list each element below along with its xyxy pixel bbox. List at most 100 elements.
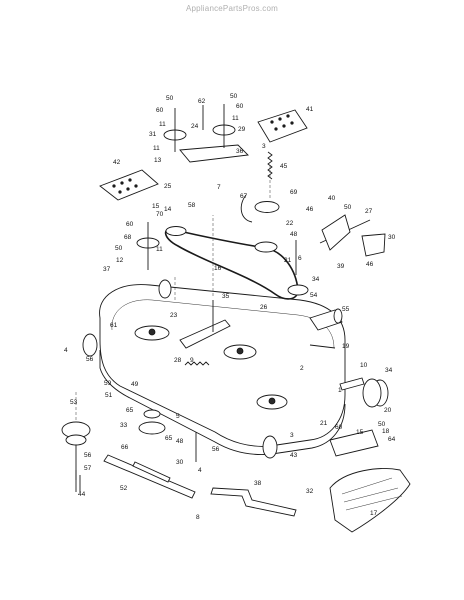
idler-arm-35 [179,319,231,349]
drive-belt [164,228,299,300]
mount-plate-15 [329,429,379,457]
callout: 56 [86,356,94,363]
callout: 26 [260,304,268,311]
discharge-chute-17 [329,468,411,533]
cover-41-holes [270,114,294,131]
callout: 39 [337,263,345,270]
callout: 56 [212,446,220,453]
callout-labels: 50 62 50 60 24 60 11 41 31 29 11 11 36 3… [64,93,396,521]
spindle-53-base [65,434,87,446]
deck-skirt-edge [111,299,335,349]
spindle-33 [138,421,166,435]
callout: 15 [356,429,364,436]
callout: 51 [105,392,113,399]
callout: 60 [156,107,164,114]
callout: 4 [64,347,68,354]
spindle-hub-left [148,328,156,336]
callout: 9 [190,357,194,364]
belt-guide-67 [240,194,253,223]
deck-wheel-rear [158,279,172,299]
callout: 7 [217,184,221,191]
callout: 50 [378,421,386,428]
callout: 24 [191,123,199,130]
callout: 60 [236,103,244,110]
deck-wheel-left [82,333,98,357]
callout: 50 [166,95,174,102]
callout: 59 [104,380,112,387]
engine-pulley-69 [254,201,280,213]
callout: 61 [110,322,118,329]
callout: 45 [280,163,288,170]
mower-deck-shell [99,284,346,447]
callout: 33 [120,422,128,429]
callout: 68 [124,234,132,241]
callout: 34 [312,276,320,283]
callout: 64 [388,436,396,443]
callout: 15 [152,203,160,210]
cover-42-holes [112,178,138,194]
bracket-38 [210,487,297,517]
callout: 48 [290,231,298,238]
callout: 25 [164,183,172,190]
callout: 11 [232,115,239,122]
callout: 18 [382,428,390,435]
callout: 5 [176,413,180,420]
callout: 65 [165,435,173,442]
callout: 57 [84,465,92,472]
callout: 12 [116,257,124,264]
callout: 70 [156,211,164,218]
callout: 55 [342,306,350,313]
wheel-34 [362,378,382,408]
belt-cover-42 [99,169,159,201]
callout: 43 [290,452,298,459]
callout: 67 [240,193,248,200]
callout: 60 [126,221,134,228]
callout: 19 [342,343,350,350]
callout: 60 [335,424,343,431]
callout: 40 [328,195,336,202]
deck-wheel-front [262,435,278,459]
deck-front-lip [99,350,346,455]
callout: 50 [230,93,238,100]
callout: 4 [198,467,202,474]
callout: 69 [290,189,298,196]
callout: 30 [176,459,184,466]
callout: 1 [338,387,342,394]
spindle-65 [143,409,161,419]
callout: 31 [149,131,157,138]
callout: 42 [113,159,121,166]
callout: 37 [103,266,111,273]
callout: 8 [196,514,200,521]
callout: 65 [126,407,134,414]
callout: 46 [366,261,374,268]
chute-ribs [341,477,403,511]
callout: 13 [154,157,162,164]
callout: 6 [298,255,302,262]
callout: 34 [385,367,393,374]
callout: 50 [344,204,352,211]
callout: 62 [198,98,206,105]
callout: 11 [156,246,163,253]
callout: 58 [188,202,196,209]
callout: 49 [131,381,139,388]
callout: 41 [306,106,314,113]
callout: 10 [360,362,368,369]
callout: 20 [384,407,392,414]
spindle-hub-right [268,397,276,405]
callout: 3 [262,143,266,150]
callout: 29 [238,126,246,133]
callout: 32 [306,488,314,495]
lever-39 [321,214,351,251]
pulley-48 [254,241,278,253]
idler-bracket-36 [179,144,249,163]
callout: 53 [70,399,78,406]
callout: 44 [78,491,86,498]
callout: 21 [320,420,328,427]
callout: 46 [306,206,314,213]
callout: 28 [174,357,182,364]
spindle-hub-center [236,347,244,355]
blade-30-center [132,461,171,483]
callout: 30 [388,234,396,241]
